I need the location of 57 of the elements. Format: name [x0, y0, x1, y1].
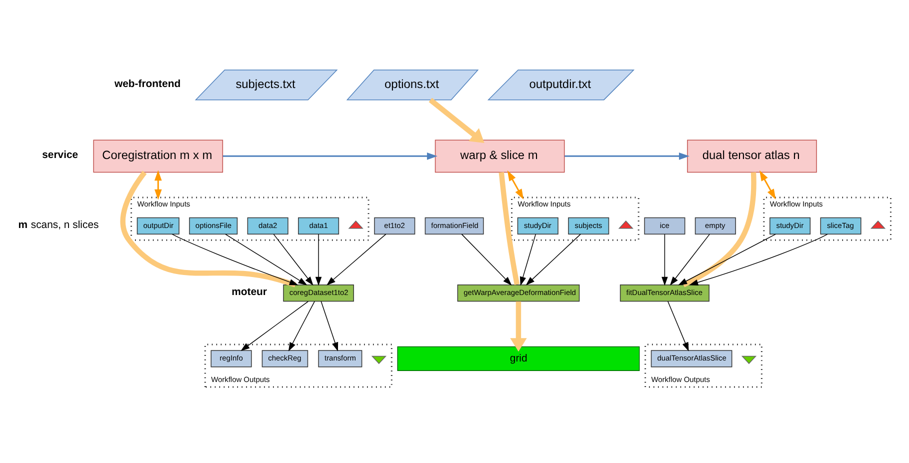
node-box: ice: [644, 217, 686, 234]
arrow: [240, 301, 309, 352]
arrow: [326, 234, 386, 286]
node-box: formationField: [424, 217, 484, 234]
connector: [498, 172, 520, 285]
arrow: [678, 234, 776, 286]
node-triangle: [741, 356, 757, 364]
arrow: [564, 152, 690, 160]
node-box: fitDualTensorAtlasSlice: [620, 284, 710, 302]
arrow: [760, 170, 776, 200]
arrow: [520, 234, 536, 286]
node-box: Coregistration m x m: [93, 140, 224, 173]
arrow: [320, 301, 338, 352]
node-box: checkReg: [262, 350, 308, 368]
arrow: [428, 98, 484, 144]
node-triangle: [870, 220, 886, 229]
label: m scans, n slices: [18, 220, 99, 231]
arrow: [510, 301, 527, 352]
arrow: [315, 234, 322, 286]
label: moteur: [232, 287, 267, 298]
node-box: data2: [247, 217, 288, 234]
arrow: [668, 301, 689, 352]
node-triangle: [371, 356, 387, 364]
arrow: [225, 234, 308, 286]
arrow: [461, 234, 512, 286]
node-box: data1: [298, 217, 340, 234]
node-box: warp & slice m: [434, 140, 565, 173]
connector: [682, 172, 756, 288]
arrow: [222, 152, 438, 160]
node-triangle: [348, 220, 364, 229]
arrow: [154, 170, 162, 200]
arrow: [662, 234, 668, 286]
node-box: subjects: [568, 217, 610, 234]
arrow: [507, 170, 524, 200]
node-box: getWarpAverageDeformationField: [457, 284, 580, 302]
node-box: transform: [318, 350, 362, 368]
label: web-frontend: [114, 78, 181, 90]
arrow: [273, 234, 314, 286]
label: service: [42, 150, 78, 162]
node-box: studyDir: [517, 217, 558, 234]
node-box: studyDir: [770, 217, 811, 234]
node-box: et1to2: [374, 217, 416, 234]
arrow: [288, 301, 315, 352]
node-box: coregDataset1to2: [283, 284, 354, 302]
node-box: grid: [397, 346, 640, 371]
connector: [120, 170, 296, 288]
node-box: regInfo: [210, 350, 252, 368]
node-triangle: [618, 220, 634, 229]
node-box: dualTensorAtlasSlice: [650, 350, 732, 368]
node-box: empty: [694, 217, 736, 234]
node-box: outputDir: [136, 217, 180, 234]
node-box: optionsFile: [189, 217, 238, 234]
arrow: [172, 234, 298, 286]
arrow: [670, 234, 710, 286]
node-box: sliceTag: [820, 217, 862, 234]
arrow: [689, 234, 828, 286]
node-box: dual tensor atlas n: [687, 140, 817, 173]
